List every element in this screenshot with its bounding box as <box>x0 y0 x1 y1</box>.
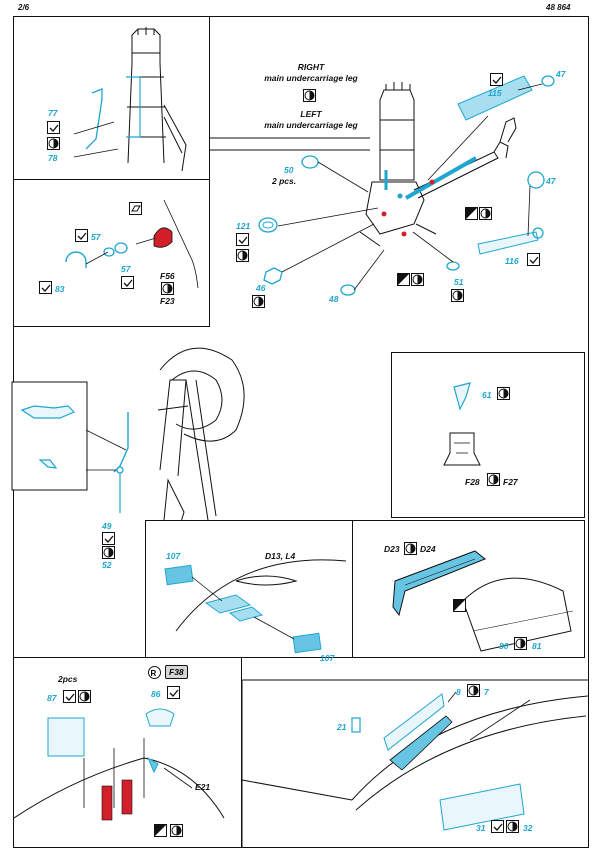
part-48-label: 48 <box>329 294 339 304</box>
part-77-label: 77 <box>48 108 58 118</box>
part-80-label: 80 <box>499 641 509 651</box>
remove-icon: R <box>148 666 161 679</box>
f23-label: F23 <box>160 296 175 306</box>
e21-label: E21 <box>195 782 211 792</box>
fold-icon <box>154 824 167 837</box>
panel-detail-57-83: 57 57 83 F56 F23 <box>13 179 210 327</box>
part-107-label-b: 107 <box>320 653 335 663</box>
bend-icon <box>490 73 503 86</box>
part-107-label: 107 <box>166 551 181 561</box>
d23-label: D23 <box>384 544 400 554</box>
bend-icon <box>63 690 76 703</box>
paint-icon <box>161 282 174 295</box>
f28-label: F28 <box>465 477 480 487</box>
paint-icon <box>479 207 492 220</box>
part-121-label: 121 <box>236 221 251 231</box>
paint-icon <box>411 273 424 286</box>
paint-icon <box>236 249 249 262</box>
part-57-label-b: 57 <box>121 264 131 274</box>
paint-icon <box>47 137 60 150</box>
part-31-label: 31 <box>476 823 486 833</box>
bracket-61-drawing <box>443 382 481 466</box>
kit-code: 48 864 <box>546 3 571 12</box>
bend-icon <box>47 121 60 134</box>
leg-upper-drawing <box>73 27 187 172</box>
part-52-label: 52 <box>102 560 112 570</box>
panel-leg-detail-77-78: 77 78 <box>13 16 210 180</box>
bend-icon <box>491 820 504 833</box>
fold-icon <box>453 599 466 612</box>
part-115-label: 115 <box>488 88 502 98</box>
right-leg-heading: RIGHT <box>297 62 325 72</box>
wheel-well-drawing <box>14 708 225 821</box>
paint-icon <box>78 690 91 703</box>
paint-icon <box>303 89 316 102</box>
bend-icon <box>39 281 52 294</box>
f27-label: F27 <box>503 477 518 487</box>
panel-d23-drawing <box>392 550 574 652</box>
panel-detail-61: 61 F28 F27 <box>391 352 585 518</box>
wheel-bay-107-drawing <box>164 559 347 654</box>
part-21-label: 21 <box>337 722 347 732</box>
panel-detail-87-86: 2pcs 87 R F38 86 E21 <box>13 657 242 848</box>
f38-badge: F38 <box>165 665 188 679</box>
part-50-label: 50 <box>284 165 294 175</box>
part-47-label: 47 <box>556 69 566 79</box>
bend-icon <box>167 686 180 699</box>
paint-icon <box>252 295 265 308</box>
left-leg-subtitle: main undercarriage leg <box>264 120 358 130</box>
paint-icon <box>404 542 417 555</box>
part-51-label: 51 <box>454 277 464 287</box>
part-57-label: 57 <box>91 232 101 242</box>
two-pieces-note: 2 pcs. <box>272 176 297 186</box>
panel-detail-d23-d24: D23 D24 80 81 <box>352 520 585 658</box>
paint-icon <box>487 473 500 486</box>
paint-icon <box>102 546 115 559</box>
part-81-label: 81 <box>532 641 542 651</box>
d24-label: D24 <box>420 544 436 554</box>
part-49-label: 49 <box>102 521 112 531</box>
panel-detail-107: 107 D13, L4 107 <box>145 520 353 663</box>
svg-text:R: R <box>151 669 157 678</box>
part-8-label: 8 <box>456 687 461 697</box>
bend-icon <box>236 233 249 246</box>
part-78-label: 78 <box>48 153 58 163</box>
paint-icon <box>497 387 510 400</box>
fold-icon <box>465 207 478 220</box>
left-leg-heading: LEFT <box>300 109 322 119</box>
paint-icon <box>170 824 183 837</box>
part-32-label: 32 <box>523 823 533 833</box>
paint-icon <box>506 820 519 833</box>
two-pieces-note-b: 2pcs <box>58 674 78 684</box>
part-46-label: 46 <box>256 283 266 293</box>
part-83-label: 83 <box>55 284 65 294</box>
part-86-label: 86 <box>151 689 161 699</box>
d13-l4-label: D13, L4 <box>265 551 296 561</box>
paint-icon <box>451 289 464 302</box>
part-87-label: 87 <box>47 693 57 703</box>
bend-icon <box>102 532 115 545</box>
bracket-detail-drawing <box>65 199 199 289</box>
f56-label: F56 <box>160 271 175 281</box>
bend-icon <box>75 229 88 242</box>
part-47-label-b: 47 <box>546 176 556 186</box>
part-61-label: 61 <box>482 390 492 400</box>
right-leg-subtitle: main undercarriage leg <box>264 73 358 83</box>
page-number: 2/6 <box>18 3 30 12</box>
paint-icon <box>467 684 480 697</box>
part-7-label: 7 <box>484 687 489 697</box>
paint-icon <box>514 637 527 650</box>
remove-icon <box>129 202 142 215</box>
bend-icon <box>527 253 540 266</box>
fold-icon <box>397 273 410 286</box>
part-116-label: 116 <box>505 256 519 266</box>
bend-icon <box>121 276 134 289</box>
